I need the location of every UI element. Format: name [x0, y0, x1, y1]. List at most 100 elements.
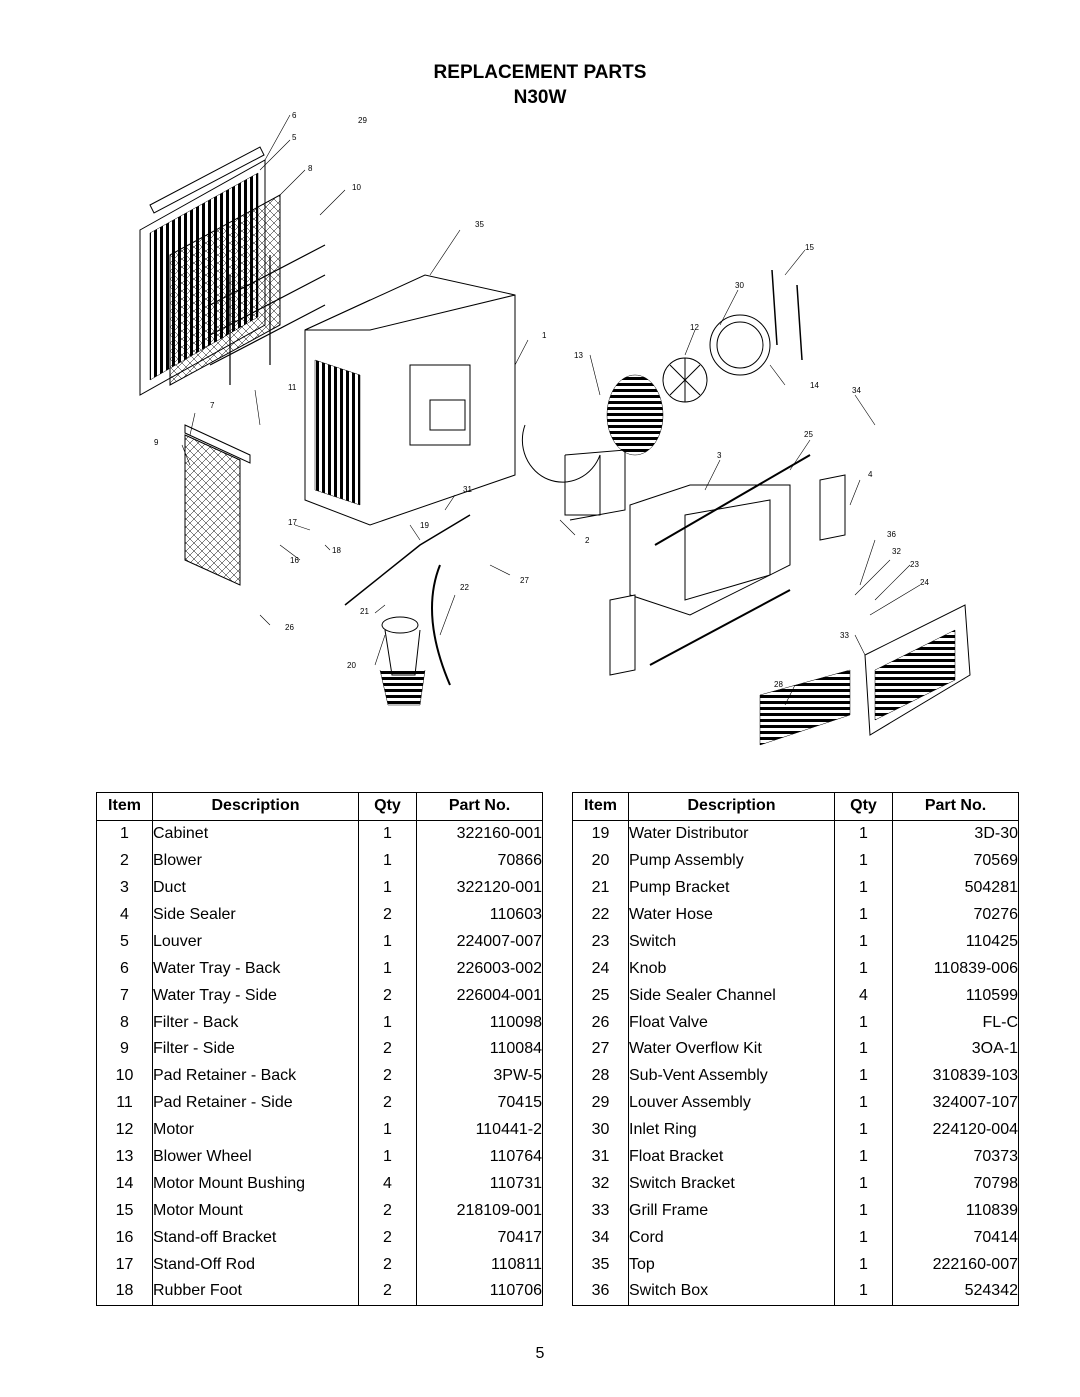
- column-header-description: Description: [152, 792, 359, 821]
- cell-description: Motor: [152, 1116, 359, 1144]
- page-number: 5: [535, 1345, 545, 1362]
- cell-item: 24: [572, 955, 629, 983]
- cell-qty: 1: [834, 901, 893, 929]
- table-header-row: Item Description Qty Part No.: [96, 792, 543, 821]
- cell-part-no: 504281: [892, 874, 1019, 902]
- column-header-description: Description: [628, 792, 835, 821]
- cell-description: Water Distributor: [628, 820, 835, 848]
- exploded-parts-diagram: 6 29 5 8 10 35 15 30 12 1 13 14 34 11 7 …: [139, 111, 971, 746]
- callout-label: 33: [840, 631, 849, 640]
- callout-label: 13: [574, 351, 583, 360]
- cell-qty: 1: [358, 820, 417, 848]
- cell-description: Louver: [152, 928, 359, 956]
- callout-label: 12: [690, 323, 699, 332]
- cell-part-no: 110811: [416, 1251, 543, 1279]
- cell-item: 5: [96, 928, 153, 956]
- cell-item: 13: [96, 1143, 153, 1171]
- pump-assembly-drawing: [344, 514, 471, 706]
- cell-description: Blower Wheel: [152, 1143, 359, 1171]
- callout-label: 23: [910, 560, 919, 569]
- cell-qty: 2: [358, 1089, 417, 1117]
- cell-qty: 1: [358, 847, 417, 875]
- callout-label: 14: [810, 381, 819, 390]
- cell-part-no: 3D-30: [892, 820, 1019, 848]
- column-header-item: Item: [572, 792, 629, 821]
- cell-item: 34: [572, 1224, 629, 1252]
- cell-item: 11: [96, 1089, 153, 1117]
- cell-item: 22: [572, 901, 629, 929]
- page-title: REPLACEMENT PARTS: [433, 62, 647, 83]
- cell-item: 6: [96, 955, 153, 983]
- cell-part-no: 70373: [892, 1143, 1019, 1171]
- callout-label: 11: [288, 383, 297, 392]
- callout-labels: 6 29 5 8 10 35 15 30 12 1 13 14 34 11 7 …: [154, 111, 929, 689]
- cell-qty: 1: [358, 955, 417, 983]
- callout-label: 17: [288, 518, 297, 527]
- cell-description: Louver Assembly: [628, 1089, 835, 1117]
- cell-qty: 1: [358, 1143, 417, 1171]
- cell-part-no: 110441-2: [416, 1116, 543, 1144]
- callout-label: 9: [154, 438, 159, 447]
- cell-description: Duct: [152, 874, 359, 902]
- callout-label: 32: [892, 547, 901, 556]
- cell-description: Water Tray - Back: [152, 955, 359, 983]
- callout-label: 35: [475, 220, 484, 229]
- cell-description: Inlet Ring: [628, 1116, 835, 1144]
- side-sealer-drawing: [609, 474, 846, 676]
- cell-part-no: 226003-002: [416, 955, 543, 983]
- callout-label: 22: [460, 583, 469, 592]
- cell-part-no: 70798: [892, 1170, 1019, 1198]
- filter-back-drawing: [169, 194, 281, 386]
- cell-description: Cabinet: [152, 820, 359, 848]
- cell-description: Side Sealer: [152, 901, 359, 929]
- cell-qty: 2: [358, 901, 417, 929]
- cell-part-no: 110839: [892, 1197, 1019, 1225]
- cell-qty: 1: [834, 1009, 893, 1037]
- cell-description: Cord: [628, 1224, 835, 1252]
- cell-qty: 1: [358, 874, 417, 902]
- cell-description: Rubber Foot: [152, 1278, 359, 1306]
- cell-description: Motor Mount: [152, 1197, 359, 1225]
- cell-qty: 1: [834, 928, 893, 956]
- callout-label: 28: [774, 680, 783, 689]
- cell-qty: 2: [358, 1278, 417, 1306]
- cell-part-no: 110706: [416, 1278, 543, 1306]
- cell-item: 18: [96, 1278, 153, 1306]
- callout-label: 2: [585, 536, 590, 545]
- cell-description: Water Tray - Side: [152, 982, 359, 1010]
- cell-description: Stand-Off Rod: [152, 1251, 359, 1279]
- cell-qty: 4: [834, 982, 893, 1010]
- cell-description: Switch Bracket: [628, 1170, 835, 1198]
- cell-part-no: 310839-103: [892, 1062, 1019, 1090]
- cell-qty: 1: [834, 820, 893, 848]
- cell-part-no: 70414: [892, 1224, 1019, 1252]
- callout-label: 24: [920, 578, 929, 587]
- cabinet-drawing: [304, 274, 516, 526]
- cell-item: 17: [96, 1251, 153, 1279]
- cell-qty: 1: [834, 1251, 893, 1279]
- cell-qty: 2: [358, 1251, 417, 1279]
- callout-label: 15: [805, 243, 814, 252]
- callout-label: 29: [358, 116, 367, 125]
- duct-drawing: [629, 454, 811, 666]
- cell-item: 10: [96, 1062, 153, 1090]
- blower-drawing: [521, 314, 771, 521]
- cell-item: 9: [96, 1036, 153, 1063]
